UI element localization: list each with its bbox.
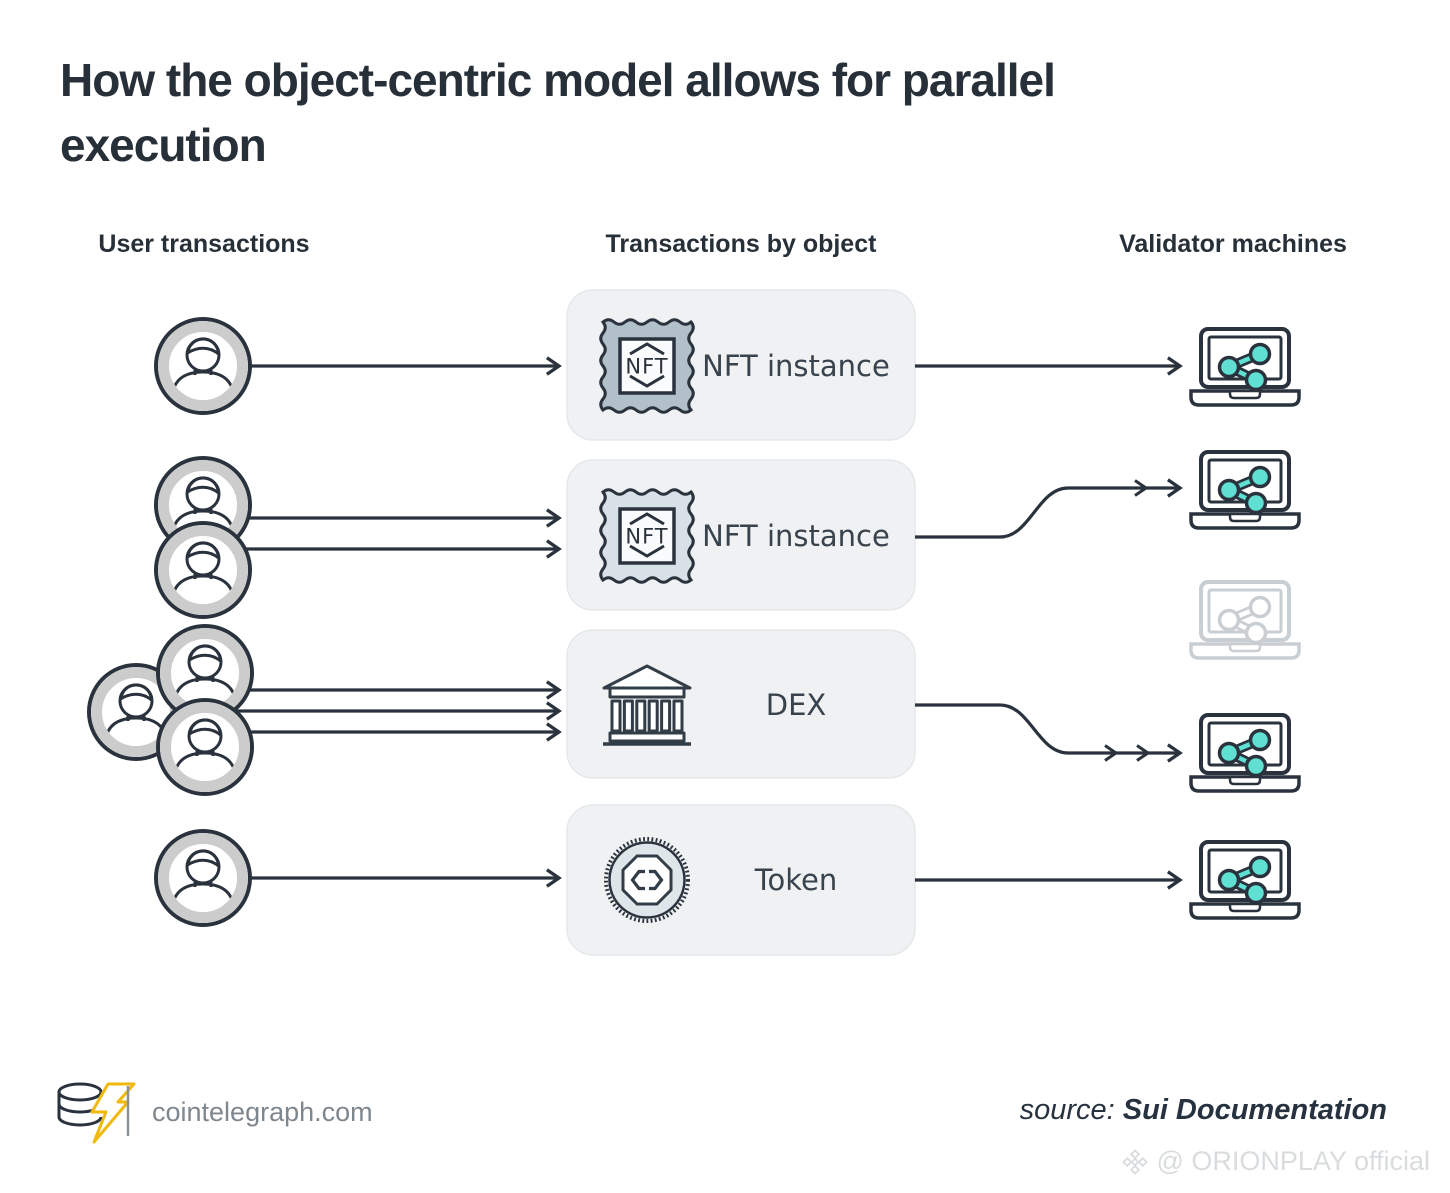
source-prefix: source: bbox=[1019, 1094, 1115, 1126]
page-title: How the object-centric model allows for … bbox=[60, 54, 1056, 171]
object-label-nft-1: NFT instance bbox=[702, 349, 890, 383]
nft-stamp-label-2: NFT bbox=[625, 525, 668, 549]
validator-laptop-5 bbox=[1191, 842, 1299, 918]
validator-laptop-1 bbox=[1191, 329, 1299, 405]
user-avatar-blue-2 bbox=[156, 698, 254, 796]
nft-stamp-label-1: NFT bbox=[625, 355, 668, 379]
column-header-user-transactions: User transactions bbox=[98, 230, 310, 258]
bank-building-icon bbox=[602, 664, 692, 746]
footer-site-link[interactable]: cointelegraph.com bbox=[152, 1097, 373, 1127]
coin-icon bbox=[604, 837, 690, 923]
validator-laptop-4 bbox=[1191, 715, 1299, 791]
nft-stamp-icon-2: NFT bbox=[599, 488, 695, 584]
source-name: Sui Documentation bbox=[1122, 1094, 1387, 1126]
user-to-object-arrows bbox=[186, 356, 562, 888]
watermark: @ ORIONPLAY official bbox=[1122, 1146, 1430, 1177]
source-attribution: source: Sui Documentation bbox=[1020, 1094, 1387, 1127]
object-label-dex: DEX bbox=[765, 688, 827, 722]
validator-laptop-2 bbox=[1191, 452, 1299, 528]
column-header-transactions-by-object: Transactions by object bbox=[605, 230, 877, 258]
orionplay-logo-icon bbox=[1122, 1148, 1149, 1175]
lightning-bolt-icon bbox=[90, 1082, 136, 1144]
object-to-validator-arrows bbox=[915, 356, 1183, 890]
user-avatar-blue-1 bbox=[154, 317, 252, 415]
object-label-nft-2: NFT instance bbox=[702, 519, 890, 553]
user-avatar-gray bbox=[156, 624, 254, 722]
cointelegraph-logo-icon bbox=[57, 1082, 136, 1144]
user-avatar-teal bbox=[154, 829, 252, 927]
nft-stamp-icon-1: NFT bbox=[599, 318, 695, 414]
column-header-validator-machines: Validator machines bbox=[1119, 230, 1347, 258]
user-avatar-purple bbox=[154, 521, 252, 619]
validator-laptop-3-inactive bbox=[1191, 582, 1299, 658]
object-label-token: Token bbox=[754, 863, 838, 897]
watermark-text: @ ORIONPLAY official bbox=[1156, 1146, 1430, 1176]
